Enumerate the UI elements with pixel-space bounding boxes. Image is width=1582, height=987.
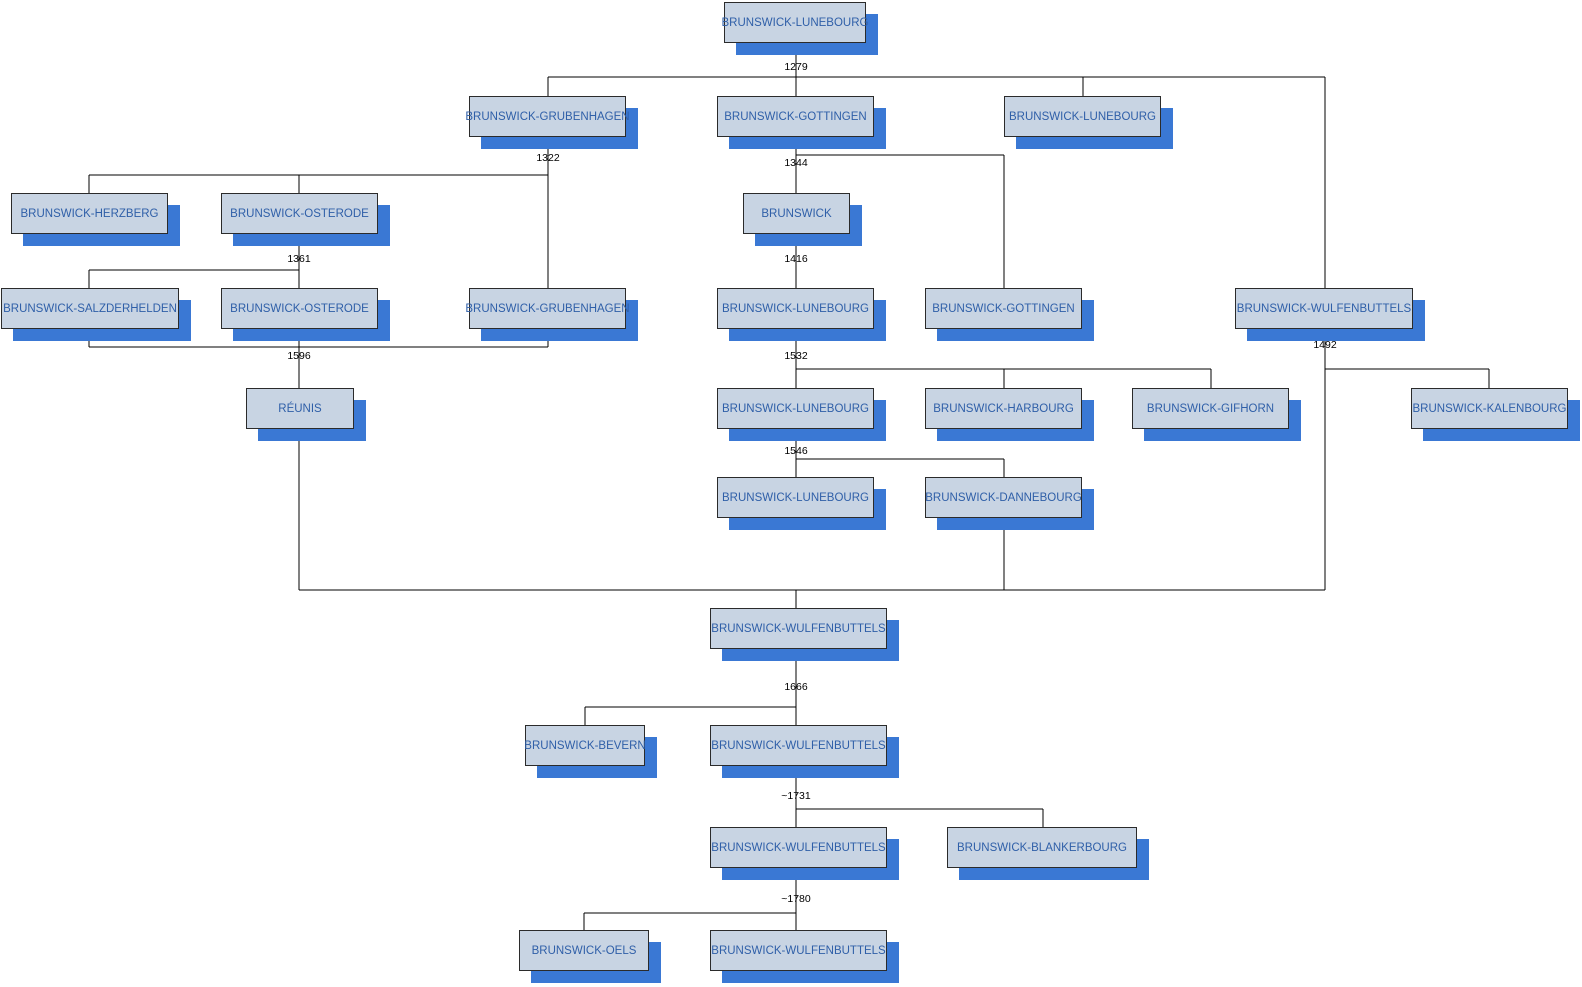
year-label: 1546 (784, 445, 808, 457)
node-reunis: RÉUNIS (246, 388, 366, 441)
node-box: BRUNSWICK-GOTTINGEN (717, 96, 874, 137)
year-label: 1492 (1313, 339, 1337, 351)
node-label: BRUNSWICK-HERZBERG (20, 207, 159, 220)
node-brunswick-wulfenbuttels-merged: BRUNSWICK-WULFENBUTTELS (710, 608, 899, 661)
node-label: BRUNSWICK-LUNEBOURG (1009, 110, 1156, 123)
node-brunswick-harbourg: BRUNSWICK-HARBOURG (925, 388, 1094, 441)
year-label: 1322 (536, 152, 560, 164)
year-label: 1666 (784, 681, 808, 693)
node-label: BRUNSWICK-OSTERODE (230, 302, 369, 315)
node-brunswick-wulfenbuttels-1780: BRUNSWICK-WULFENBUTTELS (710, 930, 899, 983)
node-label: RÉUNIS (278, 402, 322, 415)
node-brunswick: BRUNSWICK (743, 193, 862, 246)
node-brunswick-lunebourg-root: BRUNSWICK-LUNEBOURG (721, 2, 878, 55)
node-label: BRUNSWICK-GOTTINGEN (724, 110, 867, 123)
year-label: 1596 (287, 350, 311, 362)
node-box: BRUNSWICK-LUNEBOURG (1004, 96, 1161, 137)
node-label: BRUNSWICK-SALZDERHELDEN (3, 302, 177, 315)
node-box: BRUNSWICK-HERZBERG (11, 193, 168, 234)
node-box: BRUNSWICK-KALENBOURG (1411, 388, 1568, 429)
node-box: BRUNSWICK (743, 193, 850, 234)
node-box: BRUNSWICK-BLANKERBOURG (947, 827, 1137, 868)
node-box: BRUNSWICK-LUNEBOURG (717, 388, 874, 429)
node-box: BRUNSWICK-OELS (519, 930, 649, 971)
node-brunswick-grubenhagen-1322: BRUNSWICK-GRUBENHAGEN (465, 288, 638, 341)
node-brunswick-gottingen: BRUNSWICK-GOTTINGEN (717, 96, 886, 149)
node-brunswick-blankerbourg: BRUNSWICK-BLANKERBOURG (947, 827, 1149, 880)
node-label: BRUNSWICK-WULFENBUTTELS (711, 944, 886, 957)
year-label: 1361 (287, 253, 311, 265)
year-label: 1344 (784, 157, 808, 169)
node-box: RÉUNIS (246, 388, 354, 429)
node-brunswick-kalenbourg: BRUNSWICK-KALENBOURG (1411, 388, 1580, 441)
node-label: BRUNSWICK-DANNEBOURG (925, 491, 1082, 504)
node-box: BRUNSWICK-LUNEBOURG (717, 477, 874, 518)
node-brunswick-lunebourg-1416: BRUNSWICK-LUNEBOURG (717, 288, 886, 341)
node-brunswick-grubenhagen: BRUNSWICK-GRUBENHAGEN (465, 96, 638, 149)
node-box: BRUNSWICK-GIFHORN (1132, 388, 1289, 429)
node-box: BRUNSWICK-WULFENBUTTELS (710, 827, 887, 868)
node-brunswick-wulfenbuttels-1279: BRUNSWICK-WULFENBUTTELS (1235, 288, 1425, 341)
node-box: BRUNSWICK-OSTERODE (221, 288, 378, 329)
node-brunswick-osterode: BRUNSWICK-OSTERODE (221, 193, 390, 246)
year-label: ~1731 (781, 790, 811, 802)
node-label: BRUNSWICK-LUNEBOURG (721, 16, 869, 29)
node-box: BRUNSWICK-GOTTINGEN (925, 288, 1082, 329)
node-box: BRUNSWICK-GRUBENHAGEN (465, 96, 630, 137)
node-label: BRUNSWICK-LUNEBOURG (722, 302, 869, 315)
node-label: BRUNSWICK-GIFHORN (1146, 402, 1275, 415)
node-brunswick-dannebourg: BRUNSWICK-DANNEBOURG (925, 477, 1094, 530)
year-label: 1279 (784, 61, 808, 73)
node-label: BRUNSWICK-OELS (531, 944, 637, 957)
node-label: BRUNSWICK (761, 207, 832, 220)
node-box: BRUNSWICK-LUNEBOURG (721, 2, 869, 43)
node-brunswick-lunebourg-1279: BRUNSWICK-LUNEBOURG (1004, 96, 1173, 149)
node-box: BRUNSWICK-WULFENBUTTELS (1235, 288, 1413, 329)
node-label: BRUNSWICK-WULFENBUTTELS (711, 739, 886, 752)
node-brunswick-oels: BRUNSWICK-OELS (519, 930, 661, 983)
node-brunswick-salzderhelden: BRUNSWICK-SALZDERHELDEN (1, 288, 191, 341)
node-label: BRUNSWICK-HARBOURG (933, 402, 1074, 415)
node-box: BRUNSWICK-GRUBENHAGEN (465, 288, 630, 329)
node-brunswick-gifhorn: BRUNSWICK-GIFHORN (1132, 388, 1301, 441)
node-box: BRUNSWICK-HARBOURG (925, 388, 1082, 429)
node-label: BRUNSWICK-OSTERODE (230, 207, 369, 220)
node-label: BRUNSWICK-BEVERN (524, 739, 646, 752)
node-box: BRUNSWICK-WULFENBUTTELS (710, 608, 887, 649)
node-brunswick-osterode-1361: BRUNSWICK-OSTERODE (221, 288, 390, 341)
node-brunswick-bevern: BRUNSWICK-BEVERN (524, 725, 657, 778)
node-brunswick-gottingen-1344: BRUNSWICK-GOTTINGEN (925, 288, 1094, 341)
node-box: BRUNSWICK-WULFENBUTTELS (710, 725, 887, 766)
node-brunswick-wulfenbuttels-1666: BRUNSWICK-WULFENBUTTELS (710, 725, 899, 778)
node-box: BRUNSWICK-BEVERN (524, 725, 646, 766)
node-label: BRUNSWICK-WULFENBUTTELS (711, 622, 886, 635)
node-box: BRUNSWICK-OSTERODE (221, 193, 378, 234)
node-box: BRUNSWICK-SALZDERHELDEN (1, 288, 179, 329)
node-label: BRUNSWICK-BLANKERBOURG (957, 841, 1127, 854)
node-brunswick-lunebourg-1546: BRUNSWICK-LUNEBOURG (717, 477, 886, 530)
node-label: BRUNSWICK-WULFENBUTTELS (711, 841, 886, 854)
node-box: BRUNSWICK-DANNEBOURG (925, 477, 1082, 518)
year-label: 1416 (784, 253, 808, 265)
node-box: BRUNSWICK-LUNEBOURG (717, 288, 874, 329)
node-label: BRUNSWICK-WULFENBUTTELS (1236, 302, 1412, 315)
node-label: BRUNSWICK-GRUBENHAGEN (465, 302, 630, 315)
node-label: BRUNSWICK-GRUBENHAGEN (465, 110, 630, 123)
node-label: BRUNSWICK-KALENBOURG (1412, 402, 1567, 415)
node-brunswick-wulfenbuttels-1731: BRUNSWICK-WULFENBUTTELS (710, 827, 899, 880)
year-label: 1532 (784, 350, 808, 362)
node-label: BRUNSWICK-LUNEBOURG (722, 402, 869, 415)
node-brunswick-lunebourg-1532: BRUNSWICK-LUNEBOURG (717, 388, 886, 441)
node-brunswick-herzberg: BRUNSWICK-HERZBERG (11, 193, 180, 246)
node-label: BRUNSWICK-LUNEBOURG (722, 491, 869, 504)
node-box: BRUNSWICK-WULFENBUTTELS (710, 930, 887, 971)
year-label: ~1780 (781, 893, 811, 905)
node-label: BRUNSWICK-GOTTINGEN (932, 302, 1075, 315)
